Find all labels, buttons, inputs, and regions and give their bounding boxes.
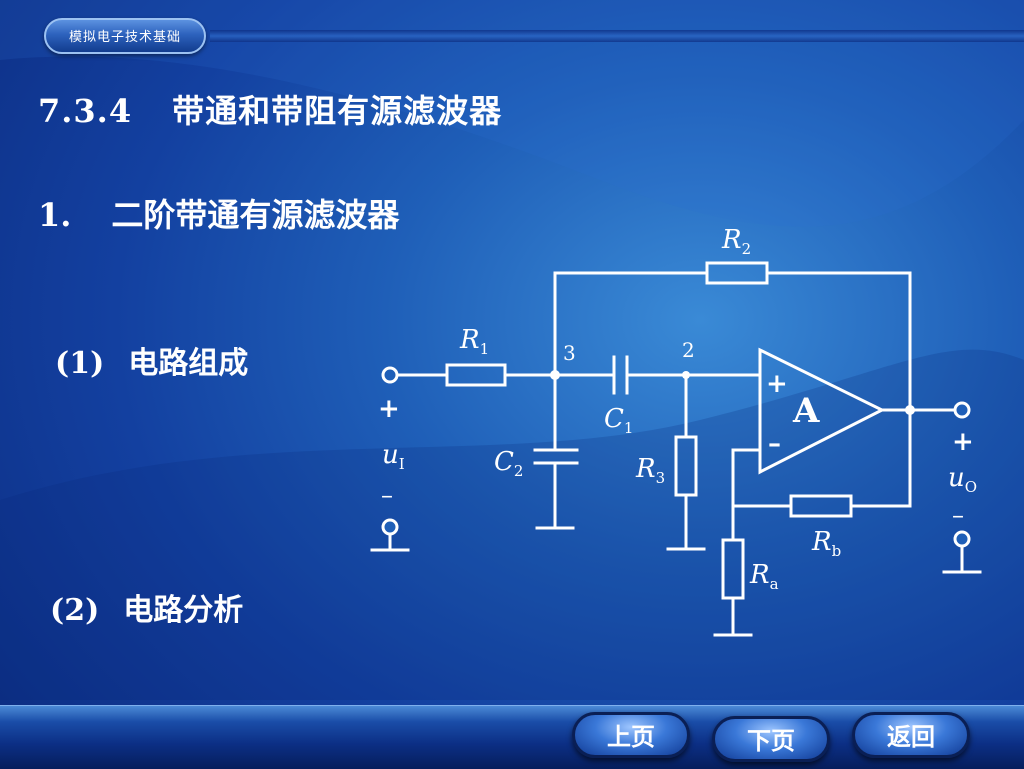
item-circuit-composition: (1) 电路组成 — [55, 338, 248, 382]
resistor-r3 — [674, 435, 698, 497]
header-rule — [210, 30, 1024, 42]
item-label: 电路分析 — [123, 593, 244, 628]
subsection-title: 1. 二阶带通有源滤波器 — [38, 190, 399, 236]
opamp-triangle — [758, 347, 886, 475]
input-voltage-label: uI — [382, 440, 405, 473]
item-number: (1) — [55, 346, 105, 381]
junction-dot — [905, 405, 915, 415]
input-minus-sign: – — [381, 481, 393, 509]
opamp-noninverting-sign: + — [766, 369, 788, 399]
label-r2: R2 — [721, 225, 751, 258]
course-title-badge: 模拟电子技术基础 — [44, 18, 206, 54]
subsection-number: 1. — [38, 196, 72, 234]
label-c2: C2 — [494, 447, 523, 480]
item-circuit-analysis: (2) 电路分析 — [50, 585, 243, 629]
section-title: 7.3.4 带通和带阻有源滤波器 — [38, 86, 502, 132]
label-c1: C1 — [604, 404, 633, 437]
resistor-r1 — [445, 363, 507, 387]
junction-dot — [550, 370, 560, 380]
resistor-r2 — [705, 261, 769, 285]
opamp-inverting-sign: – — [768, 429, 781, 459]
section-title-text: 带通和带阻有源滤波器 — [172, 92, 503, 130]
label-rb: Rb — [811, 527, 841, 560]
label-ra: Ra — [749, 560, 779, 593]
input-plus-sign: + — [378, 394, 400, 424]
back-button[interactable]: 返回 — [852, 712, 970, 758]
input-terminal — [381, 366, 399, 384]
label-r1: R1 — [459, 325, 489, 358]
junction-dot — [682, 371, 690, 379]
label-r3: R3 — [635, 454, 665, 487]
item-label: 电路组成 — [128, 346, 249, 381]
resistor-rb — [789, 494, 853, 518]
output-terminal — [953, 401, 971, 419]
opamp-label: A — [792, 391, 820, 431]
resistor-ra — [721, 538, 745, 600]
label-node-2: 2 — [682, 338, 695, 362]
next-page-button[interactable]: 下页 — [712, 716, 830, 762]
prev-page-button[interactable]: 上页 — [572, 712, 690, 758]
item-number: (2) — [50, 593, 100, 628]
subsection-title-text: 二阶带通有源滤波器 — [111, 196, 400, 234]
output-ground-terminal — [953, 530, 971, 548]
output-voltage-label: uO — [948, 463, 977, 496]
output-minus-sign: – — [952, 501, 964, 529]
section-number: 7.3.4 — [38, 92, 133, 130]
input-ground-terminal — [381, 518, 399, 536]
output-plus-sign: + — [952, 427, 974, 457]
label-node-3: 3 — [563, 341, 576, 365]
